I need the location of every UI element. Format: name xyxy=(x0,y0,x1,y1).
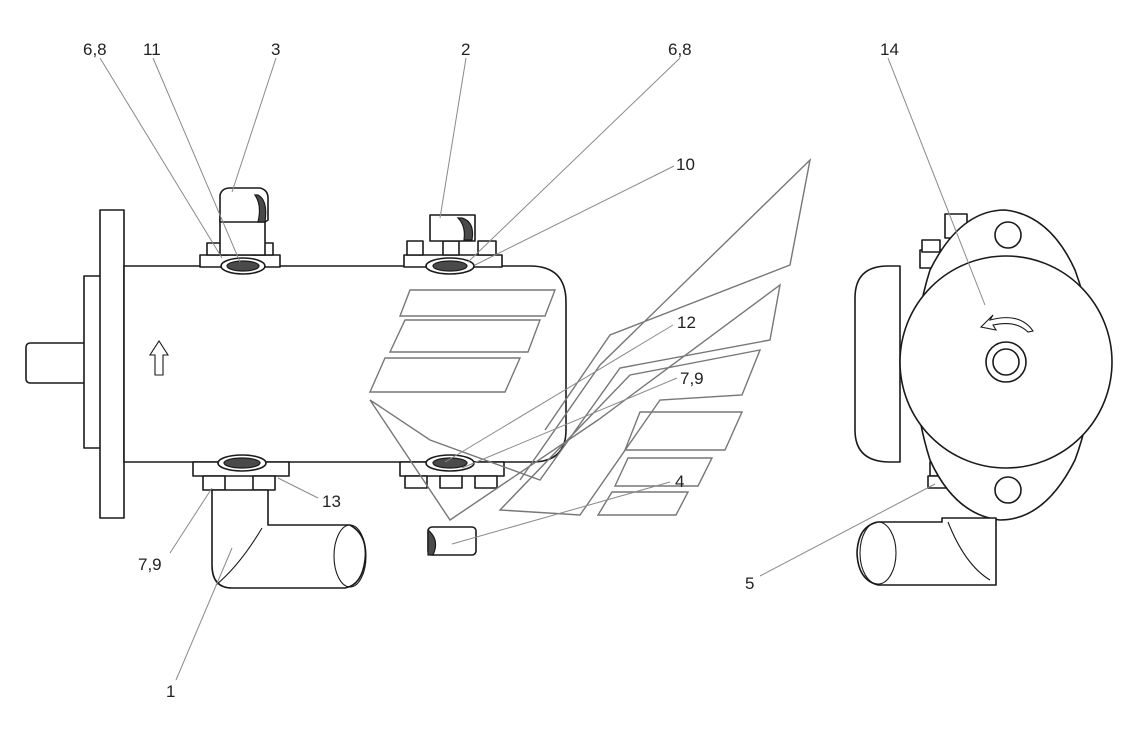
bottom-port-middle xyxy=(399,454,505,556)
callout-13: 13 xyxy=(322,492,341,511)
side-view xyxy=(25,157,812,589)
callout-4: 4 xyxy=(675,472,684,491)
elbow-fitting xyxy=(211,489,367,589)
top-port-middle xyxy=(403,214,503,275)
callout-11: 11 xyxy=(143,40,161,59)
callout-10: 10 xyxy=(676,155,695,174)
end-elbow-fitting xyxy=(856,517,997,586)
mounting-flange xyxy=(99,209,125,519)
callout-12: 12 xyxy=(677,313,696,332)
shaft xyxy=(25,342,89,384)
callout-3: 3 xyxy=(271,40,280,59)
callout-6-8-left: 6,8 xyxy=(83,40,107,59)
logo-graphic xyxy=(368,157,812,521)
bottom-port-left xyxy=(192,454,367,589)
callout-1: 1 xyxy=(166,682,175,701)
callout-14: 14 xyxy=(880,40,899,59)
direction-arrow-icon xyxy=(148,339,170,376)
leader-lines xyxy=(99,57,986,681)
callout-7-9-right: 7,9 xyxy=(680,369,704,388)
end-view xyxy=(854,209,1113,586)
rotation-arrow-icon xyxy=(979,314,1034,333)
callout-5: 5 xyxy=(745,574,754,593)
end-body xyxy=(854,265,901,463)
mount-hole-bottom xyxy=(994,476,1022,504)
top-port-left xyxy=(199,187,281,275)
callout-2: 2 xyxy=(461,40,470,59)
callout-6-8-right: 6,8 xyxy=(668,40,692,59)
callout-7-9-left: 7,9 xyxy=(138,555,162,574)
mount-hole-top xyxy=(994,221,1022,249)
callouts: 6,8 11 3 2 6,8 10 12 7,9 4 13 7,9 1 14 5 xyxy=(83,40,899,701)
pump-body xyxy=(123,265,567,463)
